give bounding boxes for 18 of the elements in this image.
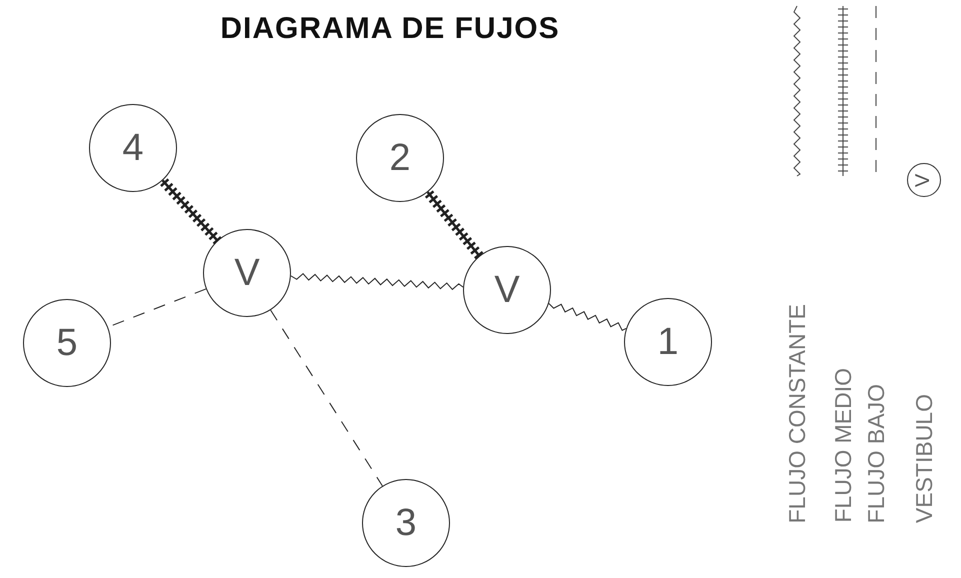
hatched-line: [160, 178, 222, 245]
node-label: 4: [122, 126, 144, 170]
node-label: 1: [657, 320, 679, 364]
wavy-line: [290, 272, 464, 290]
legend-label: FLUJO BAJO: [865, 384, 888, 523]
legend-label: FLUJO CONSTANTE: [786, 304, 809, 523]
wavy-line: [548, 303, 627, 331]
node-label: V: [234, 252, 260, 294]
legend-label: VESTIBULO: [913, 394, 936, 523]
dashed-line: [270, 310, 383, 486]
node-label: 2: [389, 136, 411, 180]
legend-label: FLUJO MEDIO: [832, 368, 855, 523]
symbol-letter: V: [912, 173, 936, 187]
node-label: V: [494, 268, 520, 312]
node-label: 5: [56, 322, 78, 364]
hatched-line: [424, 190, 484, 260]
diagram-title: DIAGRAMA DE FUJOS: [219, 12, 561, 46]
node-label: 3: [395, 502, 417, 544]
